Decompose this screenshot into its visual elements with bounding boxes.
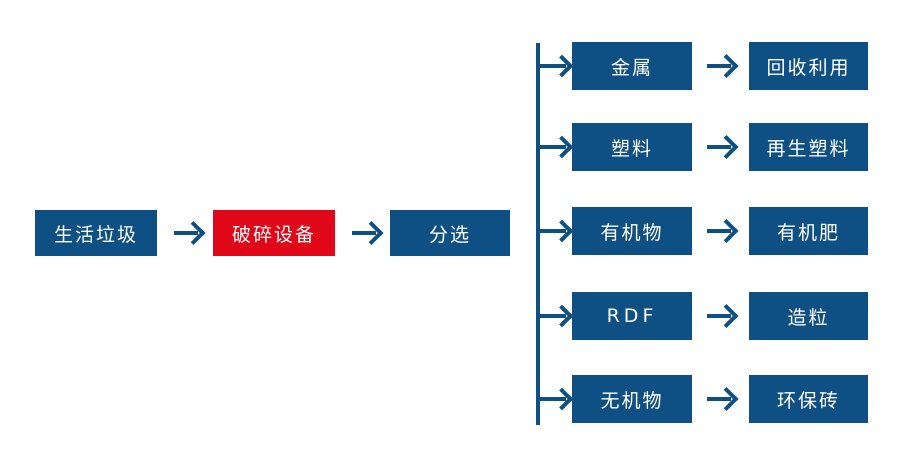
node-product-1[interactable]: 再生塑料: [749, 123, 868, 171]
arrow-right-icon-branch-2: [705, 218, 739, 244]
vertical-connector-line: [536, 43, 540, 425]
arrow-shaft: [707, 145, 731, 149]
node-material-3[interactable]: RDF: [572, 292, 692, 340]
branch-arrow-right-icon-3: [536, 304, 574, 328]
arrow-right-icon-branch-1: [705, 134, 739, 160]
arrow-head: [714, 386, 739, 412]
arrow-head: [550, 54, 574, 78]
arrow-head: [550, 387, 574, 411]
arrow-shaft: [536, 314, 566, 318]
node-product-2-label: 有机肥: [776, 221, 840, 244]
node-main-1-label: 破碎设备: [231, 223, 316, 246]
arrow-head: [550, 219, 574, 243]
arrow-right-icon-branch-3: [705, 303, 739, 329]
node-main-1[interactable]: 破碎设备: [213, 210, 335, 256]
arrow-shaft: [352, 231, 376, 235]
arrow-shaft: [536, 145, 566, 149]
node-material-2[interactable]: 有机物: [572, 207, 692, 255]
arrow-head: [550, 135, 574, 159]
branch-arrow-right-icon-2: [536, 219, 574, 243]
node-product-4[interactable]: 环保砖: [749, 375, 868, 423]
arrow-right-icon-branch-0: [705, 53, 739, 79]
node-main-0[interactable]: 生活垃圾: [35, 210, 157, 256]
node-product-2[interactable]: 有机肥: [749, 207, 868, 255]
arrow-right-icon-main-1: [350, 220, 384, 246]
arrow-head: [714, 303, 739, 329]
node-material-4[interactable]: 无机物: [572, 375, 692, 423]
node-material-1[interactable]: 塑料: [572, 123, 692, 171]
branch-arrow-right-icon-1: [536, 135, 574, 159]
node-main-2[interactable]: 分选: [390, 210, 510, 256]
node-main-0-label: 生活垃圾: [53, 223, 138, 246]
node-material-4-label: 无机物: [600, 389, 664, 412]
node-material-2-label: 有机物: [600, 221, 664, 244]
arrow-shaft: [707, 314, 731, 318]
arrow-head: [181, 220, 206, 246]
node-product-0[interactable]: 回收利用: [749, 42, 868, 90]
node-product-3-label: 造粒: [787, 306, 830, 329]
arrow-head: [714, 53, 739, 79]
node-material-0-label: 金属: [610, 56, 653, 79]
arrow-head: [714, 134, 739, 160]
node-material-3-label: RDF: [606, 305, 658, 327]
arrow-shaft: [707, 397, 731, 401]
arrow-shaft: [174, 231, 198, 235]
arrow-head: [359, 220, 384, 246]
node-product-3[interactable]: 造粒: [749, 292, 868, 340]
arrow-shaft: [707, 229, 731, 233]
arrow-right-icon-branch-4: [705, 386, 739, 412]
branch-arrow-right-icon-4: [536, 387, 574, 411]
arrow-shaft: [536, 397, 566, 401]
arrow-right-icon-main-0: [172, 220, 206, 246]
node-product-0-label: 回收利用: [766, 56, 851, 79]
branch-arrow-right-icon-0: [536, 54, 574, 78]
node-material-1-label: 塑料: [610, 137, 653, 160]
node-product-4-label: 环保砖: [776, 389, 840, 412]
arrow-shaft: [707, 64, 731, 68]
node-material-0[interactable]: 金属: [572, 42, 692, 90]
arrow-shaft: [536, 229, 566, 233]
arrow-shaft: [536, 64, 566, 68]
node-main-2-label: 分选: [428, 223, 471, 246]
node-product-1-label: 再生塑料: [766, 137, 851, 160]
arrow-head: [550, 304, 574, 328]
arrow-head: [714, 218, 739, 244]
